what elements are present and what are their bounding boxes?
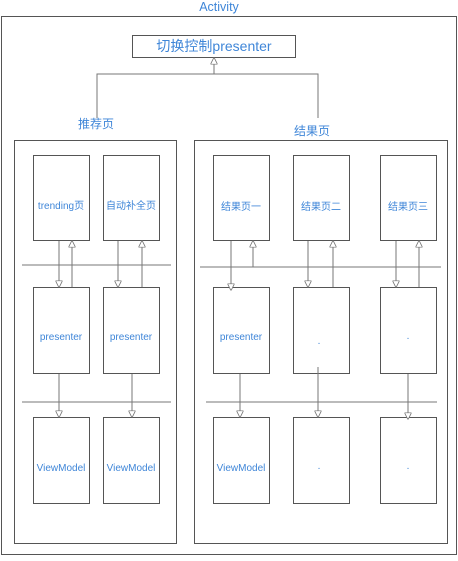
presenter-box-result-3 (380, 287, 437, 374)
presenter-label-result-1: presenter (219, 332, 263, 343)
connector-controller-bus (96, 73, 319, 118)
page-label-result-2: 结果页二 (301, 202, 341, 213)
activity-frame (1, 16, 457, 555)
group-title-result: 结果页 (293, 124, 331, 138)
page-box-result-1 (213, 155, 270, 241)
presenter-label-result-3: . (406, 331, 410, 342)
page-box-trending (33, 155, 90, 241)
controller-label: 切换控制presenter (156, 38, 272, 54)
model-label-result-1: ViewModel (216, 463, 266, 474)
model-label-autocomplete: ViewModel (106, 463, 156, 474)
page-box-autocomplete (103, 155, 160, 241)
page-label-result-1: 结果页一 (221, 202, 261, 213)
group-title-recommend: 推荐页 (77, 117, 115, 131)
presenter-label-result-2: . (317, 336, 321, 347)
page-box-result-3 (380, 155, 437, 241)
presenter-box-autocomplete (103, 287, 160, 374)
page-label-trending: trending页 (37, 201, 85, 212)
model-label-result-2: . (317, 461, 321, 472)
presenter-box-result-2 (293, 287, 350, 374)
model-label-result-3: . (406, 461, 410, 472)
activity-title: Activity (199, 0, 239, 14)
page-label-autocomplete: 自动补全页 (106, 201, 156, 212)
model-box-result-1 (213, 417, 270, 504)
group-frame-recommend (14, 140, 177, 544)
model-box-trending (33, 417, 90, 504)
presenter-box-trending (33, 287, 90, 374)
model-box-autocomplete (103, 417, 160, 504)
model-label-trending: ViewModel (36, 463, 86, 474)
model-box-result-2 (293, 417, 350, 504)
page-label-result-3: 结果页三 (388, 202, 428, 213)
presenter-label-autocomplete: presenter (109, 332, 153, 343)
page-box-result-2 (293, 155, 350, 241)
group-frame-result (194, 140, 448, 544)
presenter-box-result-1 (213, 287, 270, 374)
presenter-label-trending: presenter (39, 332, 83, 343)
